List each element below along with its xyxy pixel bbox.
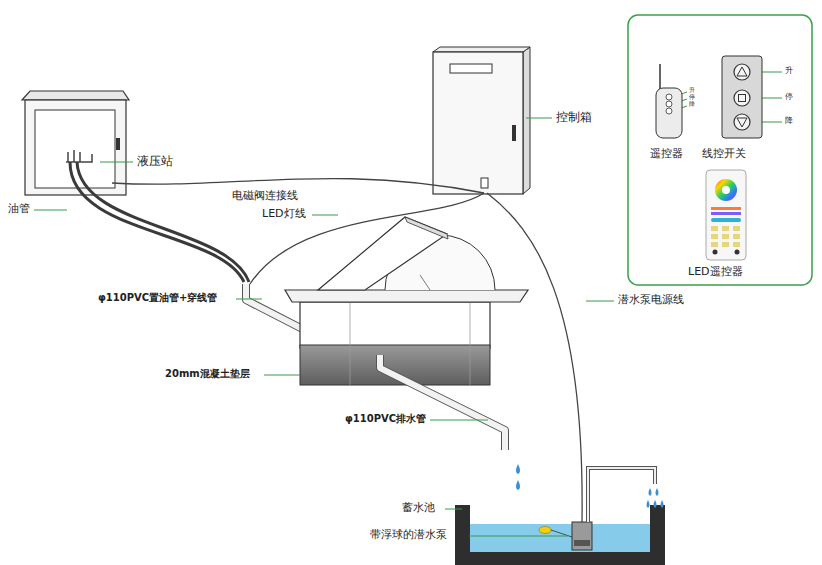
oil-pipe [77,162,249,282]
component-label: 控制箱 [556,111,592,125]
water-drops [516,464,520,490]
layer-label: 20mm混凝土垫层 [165,368,250,380]
pipe-label: 油管 [8,203,30,216]
button-label: 升 [785,66,793,75]
oil-pipe [70,162,244,282]
pump-label: 带浮球的潜水泵 [370,529,447,542]
device-label: 线控开关 [702,148,746,161]
leader-lines [34,72,782,536]
component-label: 液压站 [137,155,173,169]
pipe-label: φ110PVC排水管 [345,413,426,425]
remote-control [656,64,682,138]
pit [285,217,528,385]
button-label: 停 [689,94,695,101]
device-label: LED遥控器 [688,266,743,279]
wire-label: LED灯线 [262,208,306,221]
outlet-water [647,488,664,508]
wall-switch [722,56,762,138]
remote-panel [628,15,812,285]
pump-power-wire [487,193,582,522]
button-label: 升 [689,87,695,94]
device-label: 遥控器 [650,148,683,161]
water-tank [455,468,665,565]
tank-label: 蓄水池 [402,502,435,515]
button-label: 降 [689,101,695,108]
pipe-label: φ110PVC置油管+穿线管 [98,292,217,304]
drain-pipe [380,355,505,450]
wire-label: 电磁阀连接线 [232,190,298,203]
led-remote [706,170,746,260]
control-box [433,47,530,194]
button-label: 降 [785,116,793,125]
button-label: 停 [785,92,793,101]
hydraulic-station [22,91,129,195]
wire-label: 潜水泵电源线 [618,294,684,307]
valve-wire [112,178,484,193]
